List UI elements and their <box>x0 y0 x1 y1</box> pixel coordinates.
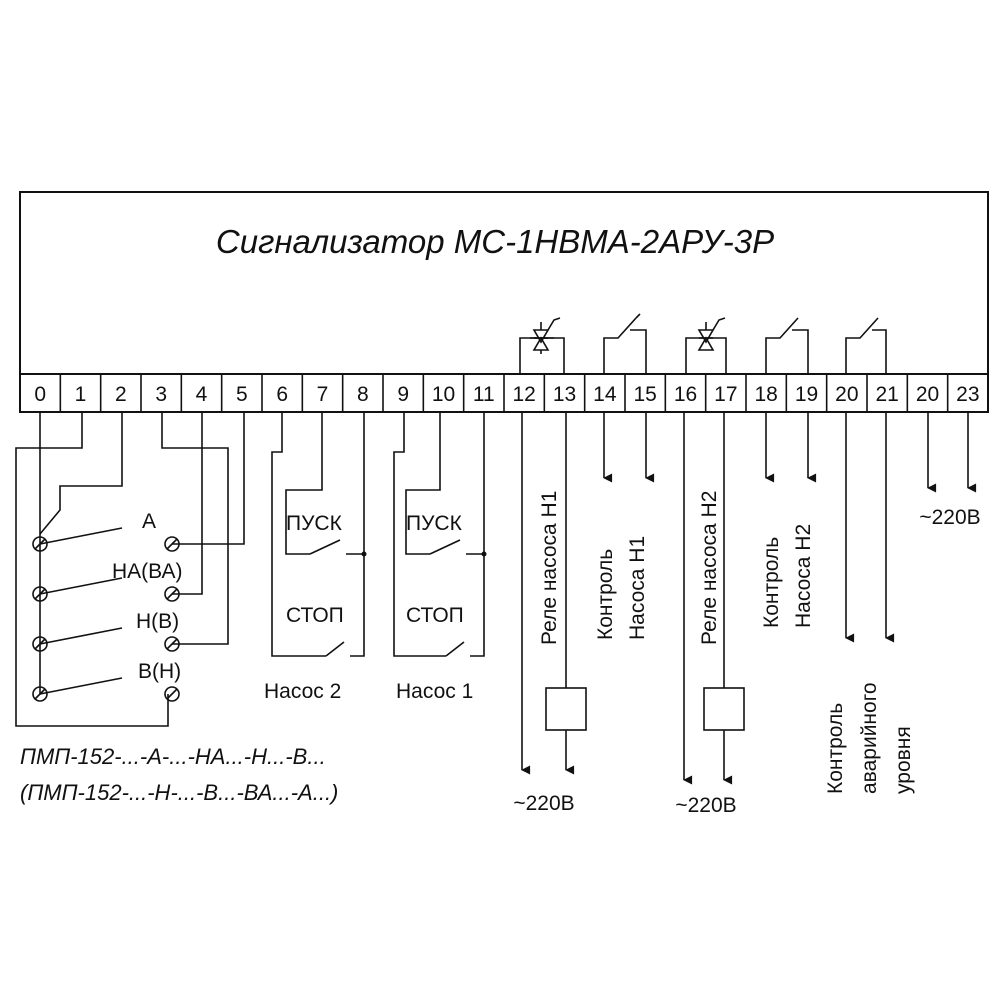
switch-label-b: В(Н) <box>138 660 181 683</box>
pump2-stop-label: СТОП <box>286 604 344 627</box>
device-title: Сигнализатор МС-1НВМА-2АРУ-3Р <box>216 223 774 260</box>
level-sensor-wiring <box>15 412 245 727</box>
relay-h1-label: Реле насоса Н1 <box>538 491 561 645</box>
pump2-start-label: ПУСК <box>286 512 343 535</box>
terminal-label: 16 <box>674 383 697 406</box>
terminal-label: 2 <box>115 383 127 406</box>
relay-h1-wiring <box>521 412 587 775</box>
terminal-label: 4 <box>196 383 208 406</box>
terminal-label: 3 <box>155 383 167 406</box>
terminal-label: 9 <box>397 383 409 406</box>
switch-label-h: Н(В) <box>136 610 179 633</box>
triac-h2-symbol <box>685 317 727 374</box>
terminal-label: 13 <box>553 383 576 406</box>
pump1-start-label: ПУСК <box>406 512 463 535</box>
voltage-left-label: ~220В <box>513 792 574 815</box>
terminal-label: 11 <box>473 383 495 406</box>
terminal-label: 20 <box>835 383 858 406</box>
relay-contact-14-15 <box>603 313 647 374</box>
relay-contact-20-21 <box>845 317 887 374</box>
terminal-label: 8 <box>357 383 369 406</box>
pump2-control-wiring <box>271 412 367 657</box>
pump1-control-wiring <box>393 412 487 657</box>
alarm-control-wiring <box>845 412 895 643</box>
voltage-mid-label: ~220В <box>675 794 736 817</box>
control-h2-line2: Насоса Н2 <box>792 524 815 628</box>
terminal-label: 5 <box>236 383 248 406</box>
terminal-label: 23 <box>956 383 979 406</box>
terminal-dividers <box>59 374 949 412</box>
terminal-label: 15 <box>633 383 656 406</box>
alarm-control-line2: аварийного <box>858 682 881 794</box>
control-h1-line2: Насоса Н1 <box>626 536 649 640</box>
terminal-label: 18 <box>754 383 777 406</box>
switch-label-ha: НА(ВА) <box>112 560 182 583</box>
alarm-control-line1: Контроль <box>824 703 847 794</box>
supply-wiring <box>927 412 977 493</box>
control-h1-line1: Контроль <box>594 549 617 640</box>
terminal-label: 21 <box>875 383 898 406</box>
triac-h1-symbol <box>519 317 565 374</box>
device-body <box>19 191 989 375</box>
terminal-label: 7 <box>317 383 329 406</box>
terminal-label: 12 <box>512 383 535 406</box>
voltage-right-label: ~220В <box>919 506 980 529</box>
terminal-label: 1 <box>75 383 87 406</box>
alarm-control-line3: уровня <box>892 726 915 794</box>
model-line-2: (ПМП-152-...-Н-...-В...-ВА...-А...) <box>20 780 338 805</box>
relay-h2-wiring <box>683 412 745 785</box>
relay-h2-label: Реле насоса Н2 <box>698 491 721 645</box>
terminal-label: 6 <box>276 383 288 406</box>
pump1-name: Насос 1 <box>396 680 473 703</box>
control-h2-line1: Контроль <box>760 537 783 628</box>
control-h2-wiring <box>765 412 817 483</box>
terminal-label: 0 <box>34 383 46 406</box>
terminal-label: 19 <box>795 383 818 406</box>
switch-label-a: А <box>142 510 156 533</box>
terminal-label: 17 <box>714 383 737 406</box>
pump1-stop-label: СТОП <box>406 604 464 627</box>
terminal-label: 14 <box>593 383 617 406</box>
model-line-1: ПМП-152-...-А-...-НА...-Н...-В... <box>20 744 326 769</box>
terminal-label: 20 <box>916 383 939 406</box>
pump2-name: Насос 2 <box>264 680 341 703</box>
terminal-label: 10 <box>432 383 455 406</box>
relay-contact-18-19 <box>765 317 809 374</box>
control-h1-wiring <box>603 412 655 483</box>
